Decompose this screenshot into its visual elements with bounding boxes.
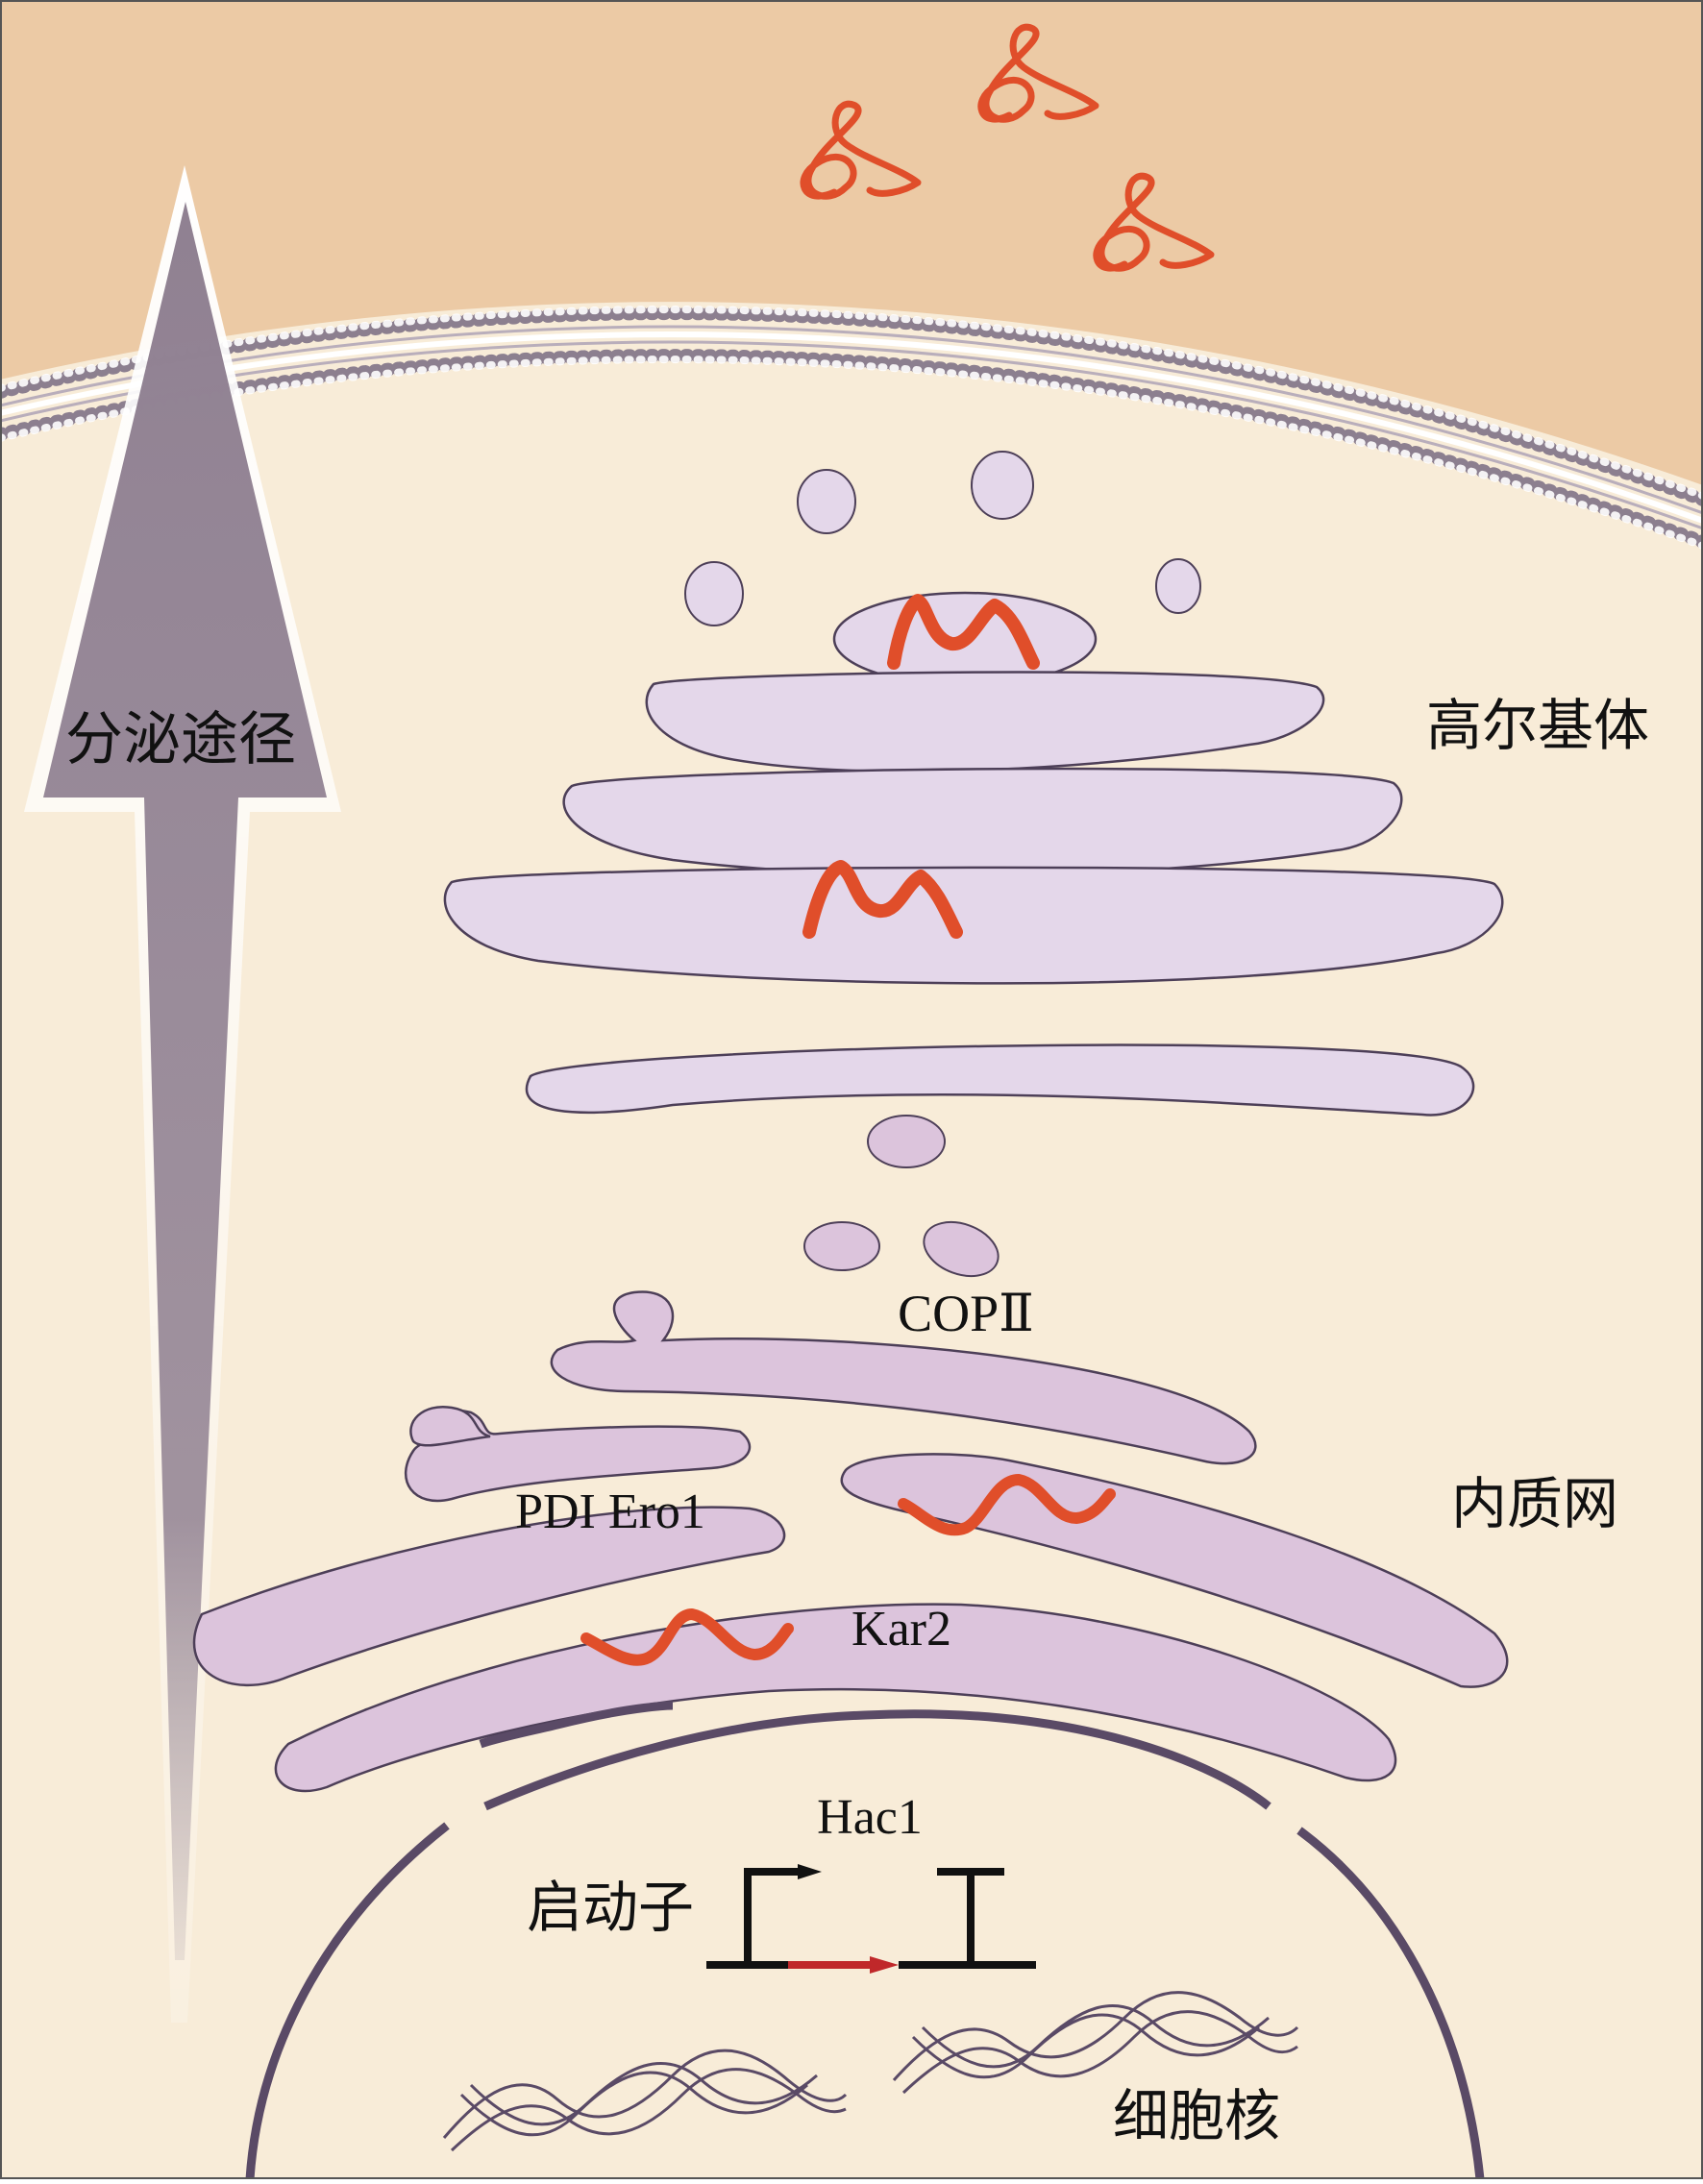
folding-protein [580,1608,794,1666]
golgi-label: 高尔基体 [1426,693,1649,758]
nuclear-envelope-segment [1296,1827,1485,2180]
secreted-protein [800,100,922,200]
plasma-membrane [0,306,1703,550]
vesicle [803,1221,880,1271]
nucleus-label: 细胞核 [1113,2083,1280,2148]
golgi-vesicles [684,451,1201,626]
folding-protein [802,860,963,939]
dna-helix [892,1991,1299,2095]
promoter-label: 启动子 [527,1875,694,1940]
nuclear-envelope-segment [245,1822,450,2180]
secretory-pathway-label: 分泌途径 [65,706,296,773]
pdi-ero1-label: PDI Ero1 [515,1485,705,1539]
nuclear-envelope [245,1701,1485,2180]
er-cisterna [550,1290,1257,1465]
secreted-proteins [800,23,1215,272]
golgi-cisterna [443,866,1504,985]
hac1-gene-construct [706,1864,1036,1974]
copii-label: COPⅡ [898,1285,1034,1342]
kar2-label: Kar2 [852,1602,951,1656]
er-cisterna [192,1506,786,1686]
er-cisterna [274,1603,1397,1793]
golgi-apparatus [443,671,1504,1117]
vesicle [867,1115,946,1168]
folding-protein [887,594,1040,670]
er-label: 内质网 [1451,1471,1618,1536]
vesicle [684,561,744,626]
dna-helix [442,2049,848,2152]
er-cisterna [409,1405,491,1447]
golgi-cisterna [562,767,1403,877]
extracellular-space [0,0,1703,485]
vesicle [797,469,856,534]
nuclear-envelope-segment [479,1701,674,1749]
folding-protein [898,1474,1116,1536]
endoplasmic-reticulum [192,1290,1509,1793]
coding-direction-arrow-icon [870,1956,899,1974]
secreted-protein [977,23,1099,123]
secreted-protein [1093,172,1215,272]
nuclear-envelope-segment [483,1709,1271,1811]
promoter-bracket [744,1868,798,1965]
golgi-cisterna [645,671,1325,773]
transcription-arrow-icon [798,1864,822,1879]
copii-vesicles [803,1115,1000,1278]
vesicle [1155,558,1201,614]
golgi-cisterna [525,1043,1475,1117]
vesicle [971,451,1034,520]
secretory-pathway-arrow [24,165,341,2023]
dna-helices [442,1991,1299,2152]
vesicle [923,1220,1000,1278]
hac1-label: Hac1 [817,1790,923,1845]
